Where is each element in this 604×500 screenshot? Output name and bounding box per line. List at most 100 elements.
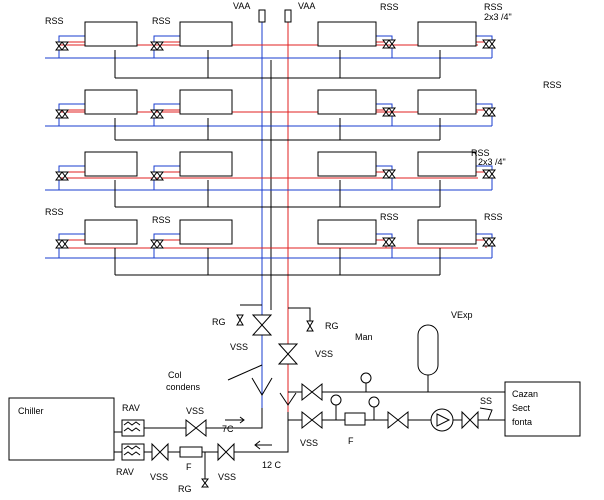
boiler-label-1: Cazan [512,389,538,399]
unit-valve [150,109,158,119]
rss-label: RSS [45,207,64,217]
rss-label: RSS [380,212,399,222]
unit-valve [156,41,164,51]
fan-coil-unit [317,21,377,47]
pressure-gauge [330,394,342,406]
unit-valve [150,41,158,51]
unit-valve [488,237,496,247]
unit-return-branch [153,233,180,258]
vss-label: VSS [186,406,204,416]
unit-valve [482,107,490,117]
vss-valve-chiller-supply [185,418,207,438]
vss-label: VSS [230,342,248,352]
rg-valve-chiller [201,478,209,488]
boiler-label-3: fonta [512,417,532,427]
unit-valve [55,171,63,181]
ss-relief [479,407,493,421]
filter-boiler [344,412,366,426]
unit-valve [388,169,396,179]
pressure-gauge [360,372,372,384]
rg-label-chiller: RG [178,484,192,494]
unit-valve [156,109,164,119]
filter-label: F [186,462,192,472]
unit-valve [382,107,390,117]
unit-return-branch [58,35,85,58]
rss-label: RSS [484,2,503,12]
rss-label: RSS [380,2,399,12]
unit-return-branch [376,165,393,190]
unit-valve [55,109,63,119]
unit-valve [488,107,496,117]
unit-valve [482,169,490,179]
fan-coil-unit [417,219,477,245]
unit-valve [388,237,396,247]
vss-valve-boiler-3 [387,410,409,430]
pump-arrow [436,413,451,427]
temp-return-label: 12 C [262,460,282,470]
air-vent-right [284,9,292,23]
unit-valve [488,39,496,49]
ss-label: SS [480,396,492,406]
unit-supply-branch [64,239,85,248]
fan-coil-unit [84,219,138,245]
unit-return-branch [376,103,393,126]
funnel-right [279,392,297,406]
vss-label: VSS [315,349,333,359]
fan-coil-unit [84,21,138,47]
unit-valve [61,41,69,51]
rss-label: RSS [45,16,64,26]
man-label: Man [355,332,373,342]
chiller-box [8,397,115,461]
chiller-label: Chiller [18,406,44,416]
filter-chiller [179,446,203,458]
rss-label: RSS [152,215,171,225]
unit-valve [382,39,390,49]
rss-label: RSS [152,16,171,26]
fan-coil-unit [84,151,138,177]
rg-valve-left [236,314,244,326]
equipment [8,9,581,488]
arrowhead-return [254,440,261,450]
rss-label: RSS [484,212,503,222]
unit-valve [156,239,164,249]
unit-valve [156,171,164,181]
rav-label: RAV [122,403,140,413]
fan-coil-unit [317,151,377,177]
unit-valve [482,39,490,49]
unit-return-branch [153,103,180,126]
vss-label: VSS [150,472,168,482]
fan-coil-unit [317,89,377,115]
vaa-label-right: VAA [298,1,315,11]
pressure-gauge [368,396,380,408]
fan-coil-unit [417,89,477,115]
fan-coil-unit [317,219,377,245]
air-vent-left [258,9,266,23]
unit-return-branch [58,233,85,258]
rav-heat-exchanger [121,419,145,437]
unit-return-branch [376,35,393,58]
unit-return-branch [153,165,180,190]
fan-coil-unit [179,151,233,177]
rss-2x3-label: 2x3 /4" [478,157,506,167]
unit-return-branch [58,165,85,190]
temp-supply-label: 7C [222,424,234,434]
unit-valve [388,107,396,117]
rss-label: RSS [543,80,562,90]
unit-valve [150,239,158,249]
unit-return-branch [476,35,493,58]
unit-return-branch [476,233,493,258]
funnel-left [251,377,273,396]
col-label: Col [168,370,182,380]
unit-return-branch [58,103,85,126]
unit-return-branch [376,233,393,258]
fan-coil-unit [417,151,477,177]
vexp-label: VExp [451,310,473,320]
unit-valve [61,171,69,181]
filter-label: F [348,436,354,446]
unit-valve [382,237,390,247]
fan-coil-unit [84,89,138,115]
unit-valve [61,239,69,249]
rg-valve-right [306,320,314,332]
